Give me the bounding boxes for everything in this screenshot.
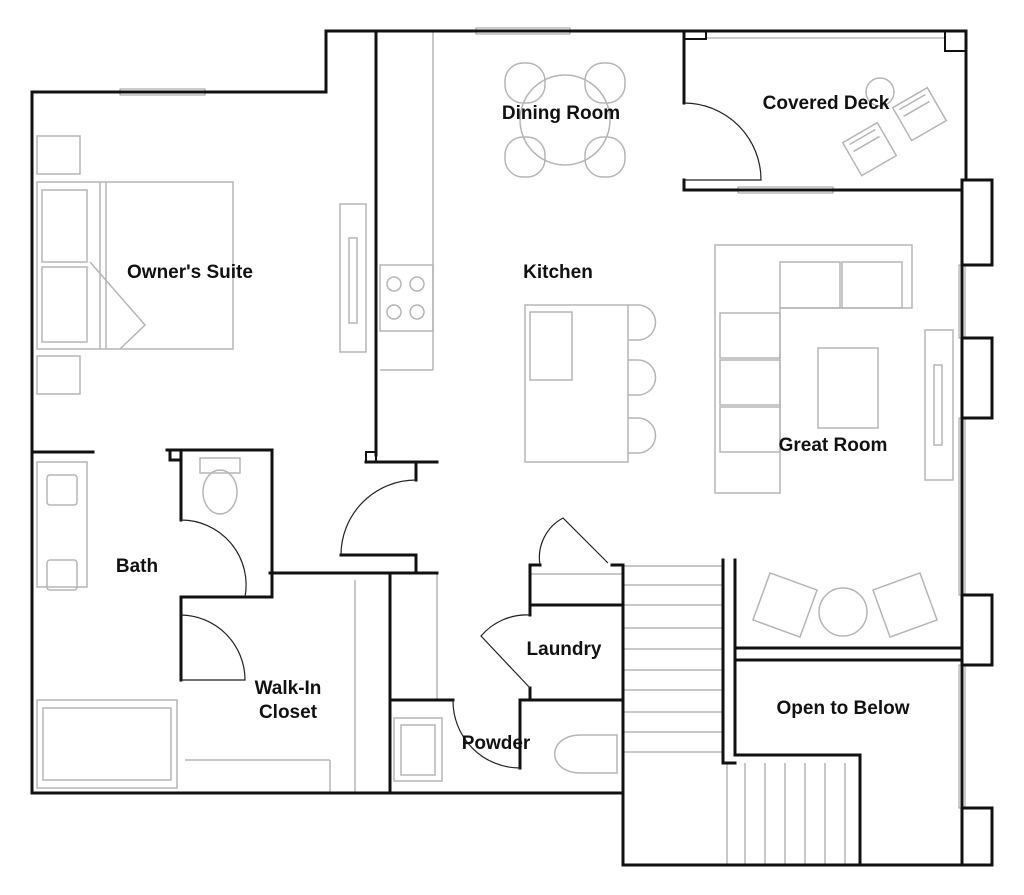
dining-table [519, 74, 611, 166]
label-open-to-below: Open to Below [777, 698, 910, 719]
bathtub [36, 699, 178, 789]
coffee-table [817, 347, 879, 429]
nightstand [36, 135, 81, 175]
walls [30, 29, 994, 867]
label-powder: Powder [462, 733, 531, 754]
room-labels: Owner's Suite Dining Room Covered Deck K… [116, 93, 910, 754]
bed [36, 181, 234, 350]
label-bath: Bath [116, 556, 158, 577]
nightstand [36, 355, 81, 395]
cooktop [379, 264, 434, 332]
furniture [36, 31, 954, 865]
toilet [199, 457, 241, 474]
label-great-room: Great Room [779, 435, 888, 456]
label-kitchen: Kitchen [523, 262, 593, 283]
fireplace [924, 329, 954, 481]
label-laundry: Laundry [527, 639, 602, 660]
label-walk-in-closet: Walk-In [255, 678, 322, 699]
kitchen-island [524, 304, 629, 463]
tv-console [339, 203, 367, 353]
label-dining-room: Dining Room [502, 103, 620, 124]
label-walk-in-closet: Closet [259, 702, 318, 723]
label-owners-suite: Owner's Suite [127, 262, 253, 283]
sink [393, 717, 443, 782]
doors [180, 102, 762, 769]
stairs [623, 565, 846, 865]
toilet [554, 734, 618, 774]
label-covered-deck: Covered Deck [763, 93, 890, 114]
